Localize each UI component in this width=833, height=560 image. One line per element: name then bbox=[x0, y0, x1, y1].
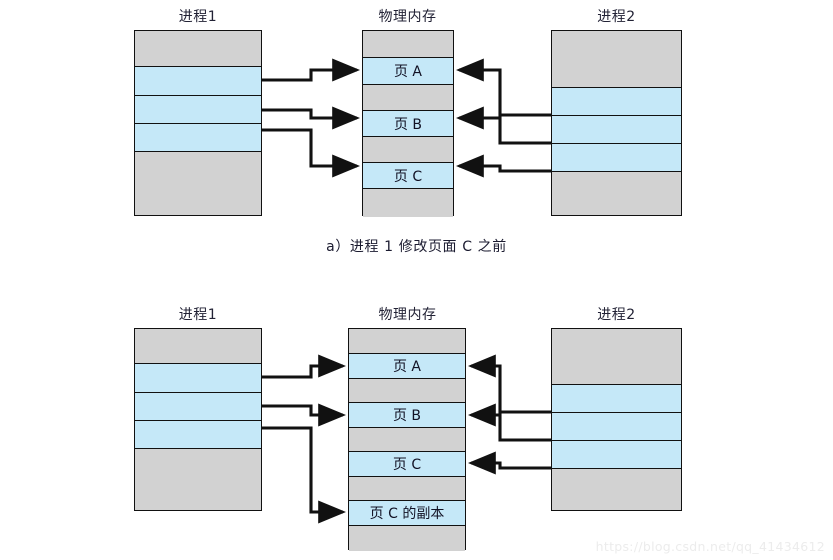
panel-a-mem-row-1 bbox=[363, 31, 453, 58]
panel-b-mem-row-5 bbox=[349, 428, 465, 452]
panel-b-mem-row-1 bbox=[349, 329, 465, 354]
arrow-b-p2-to-page-a bbox=[467, 354, 551, 414]
panel-b-p2-row-4 bbox=[552, 441, 681, 469]
panel-a-process2-title: 进程2 bbox=[597, 9, 636, 25]
arrow-p1-to-page-a bbox=[262, 58, 361, 82]
panel-b-memory-title: 物理内存 bbox=[378, 307, 437, 323]
arrow-p2-to-page-a bbox=[455, 58, 551, 117]
arrow-b-p1-to-page-b bbox=[262, 403, 347, 427]
arrow-b-p2-to-page-c bbox=[467, 451, 551, 475]
panel-b-mem-row-9 bbox=[349, 526, 465, 551]
panel-b-p1-row-4 bbox=[135, 421, 261, 449]
panel-a-process2-column bbox=[551, 30, 682, 216]
panel-a-p1-row-2 bbox=[135, 67, 261, 96]
arrow-p1-to-page-c bbox=[262, 128, 361, 178]
panel-a-p1-row-4 bbox=[135, 124, 261, 152]
csdn-watermark: https://blog.csdn.net/qq_41434612 bbox=[595, 539, 825, 554]
panel-a-mem-row-page-b: 页 B bbox=[363, 111, 453, 137]
arrow-p2-to-page-b bbox=[455, 106, 551, 145]
panel-b-mem-row-page-a: 页 A bbox=[349, 354, 465, 379]
panel-a-mem-row-page-a: 页 A bbox=[363, 58, 453, 85]
panel-a-p2-row-3 bbox=[552, 116, 681, 144]
panel-a-mem-row-7 bbox=[363, 189, 453, 217]
panel-b-process1-column bbox=[134, 328, 262, 511]
panel-b-p1-row-2 bbox=[135, 364, 261, 393]
panel-a-p1-row-3 bbox=[135, 96, 261, 124]
panel-b-p1-row-1 bbox=[135, 329, 261, 364]
panel-a-mem-row-page-c: 页 C bbox=[363, 163, 453, 189]
arrow-b-p1-to-page-c-copy bbox=[262, 426, 347, 524]
panel-a-caption: a）进程 1 修改页面 C 之前 bbox=[326, 239, 507, 255]
panel-b-memory-column: 页 A 页 B 页 C 页 C 的副本 bbox=[348, 328, 466, 551]
arrow-b-p1-to-page-a bbox=[262, 354, 347, 379]
panel-a-mem-row-3 bbox=[363, 85, 453, 111]
panel-a-mem-row-5 bbox=[363, 137, 453, 163]
panel-a-memory-column: 页 A 页 B 页 C bbox=[362, 30, 454, 217]
panel-a-p1-row-5 bbox=[135, 152, 261, 214]
arrow-p2-to-page-c bbox=[455, 154, 551, 178]
panel-b-p2-row-5 bbox=[552, 469, 681, 510]
panel-b-process1-title: 进程1 bbox=[178, 307, 218, 323]
panel-b-p2-row-2 bbox=[552, 385, 681, 413]
panel-a-memory-title: 物理内存 bbox=[378, 9, 437, 25]
panel-a-p2-row-4 bbox=[552, 144, 681, 172]
panel-b-mem-row-page-b: 页 B bbox=[349, 403, 465, 428]
panel-b-mem-row-page-c: 页 C bbox=[349, 452, 465, 477]
panel-b-p2-row-3 bbox=[552, 413, 681, 441]
panel-a-p2-row-1 bbox=[552, 31, 681, 88]
arrow-p1-to-page-b bbox=[262, 106, 361, 130]
panel-b-process2-column bbox=[551, 328, 682, 511]
arrow-b-p2-to-page-b bbox=[467, 403, 551, 442]
panel-b-p1-row-3 bbox=[135, 393, 261, 421]
panel-a-process1-column bbox=[134, 30, 262, 216]
panel-b-p2-row-1 bbox=[552, 329, 681, 385]
panel-a-p2-row-2 bbox=[552, 88, 681, 116]
panel-after-modification: 进程1 物理内存 进程2 页 A 页 B 页 C 页 C 的副本 bbox=[0, 290, 833, 560]
panel-b-mem-row-3 bbox=[349, 379, 465, 403]
panel-b-p1-row-5 bbox=[135, 449, 261, 509]
panel-a-process1-title: 进程1 bbox=[178, 9, 218, 25]
panel-b-mem-row-page-c-copy: 页 C 的副本 bbox=[349, 501, 465, 526]
panel-b-process2-title: 进程2 bbox=[597, 307, 636, 323]
panel-before-modification: 进程1 物理内存 进程2 页 A 页 B 页 C bbox=[0, 0, 833, 265]
panel-a-p1-row-1 bbox=[135, 31, 261, 67]
panel-a-p2-row-5 bbox=[552, 172, 681, 214]
panel-b-mem-row-7 bbox=[349, 477, 465, 501]
